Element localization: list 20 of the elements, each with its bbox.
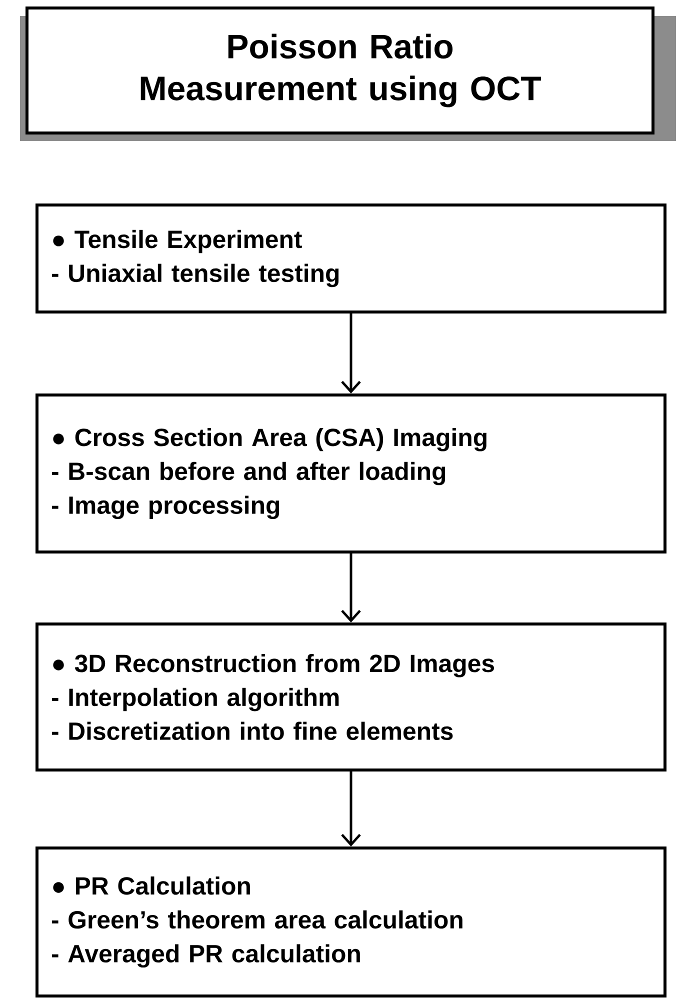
step-heading: ● PR Calculation xyxy=(53,876,250,895)
arrow xyxy=(341,772,361,846)
process-box xyxy=(36,622,666,772)
step-detail: - Averaged PR calculation xyxy=(52,944,360,968)
process-box xyxy=(36,846,666,998)
step-heading: ● Tensile Experiment xyxy=(53,230,302,254)
step-detail: - Interpolation algorithm xyxy=(52,688,339,712)
step-detail: - Discretization into fine elements xyxy=(52,722,453,740)
step-detail: - Image processing xyxy=(52,496,280,520)
title-text: Poisson Ratio Measurement using OCT xyxy=(140,34,541,108)
step-heading: ● Cross Section Area (CSA) Imaging xyxy=(53,428,486,452)
step-detail: - Uniaxial tensile testing xyxy=(52,264,339,288)
arrow xyxy=(341,554,361,623)
step-detail: - B-scan before and after loading xyxy=(52,462,446,486)
process-box xyxy=(36,394,666,554)
arrow xyxy=(341,314,361,394)
title-box xyxy=(26,6,654,134)
process-box xyxy=(36,204,666,314)
step-heading: ● 3D Reconstruction from 2D Images xyxy=(53,654,494,678)
step-detail: - Green’s theorem area calculation xyxy=(52,910,462,929)
